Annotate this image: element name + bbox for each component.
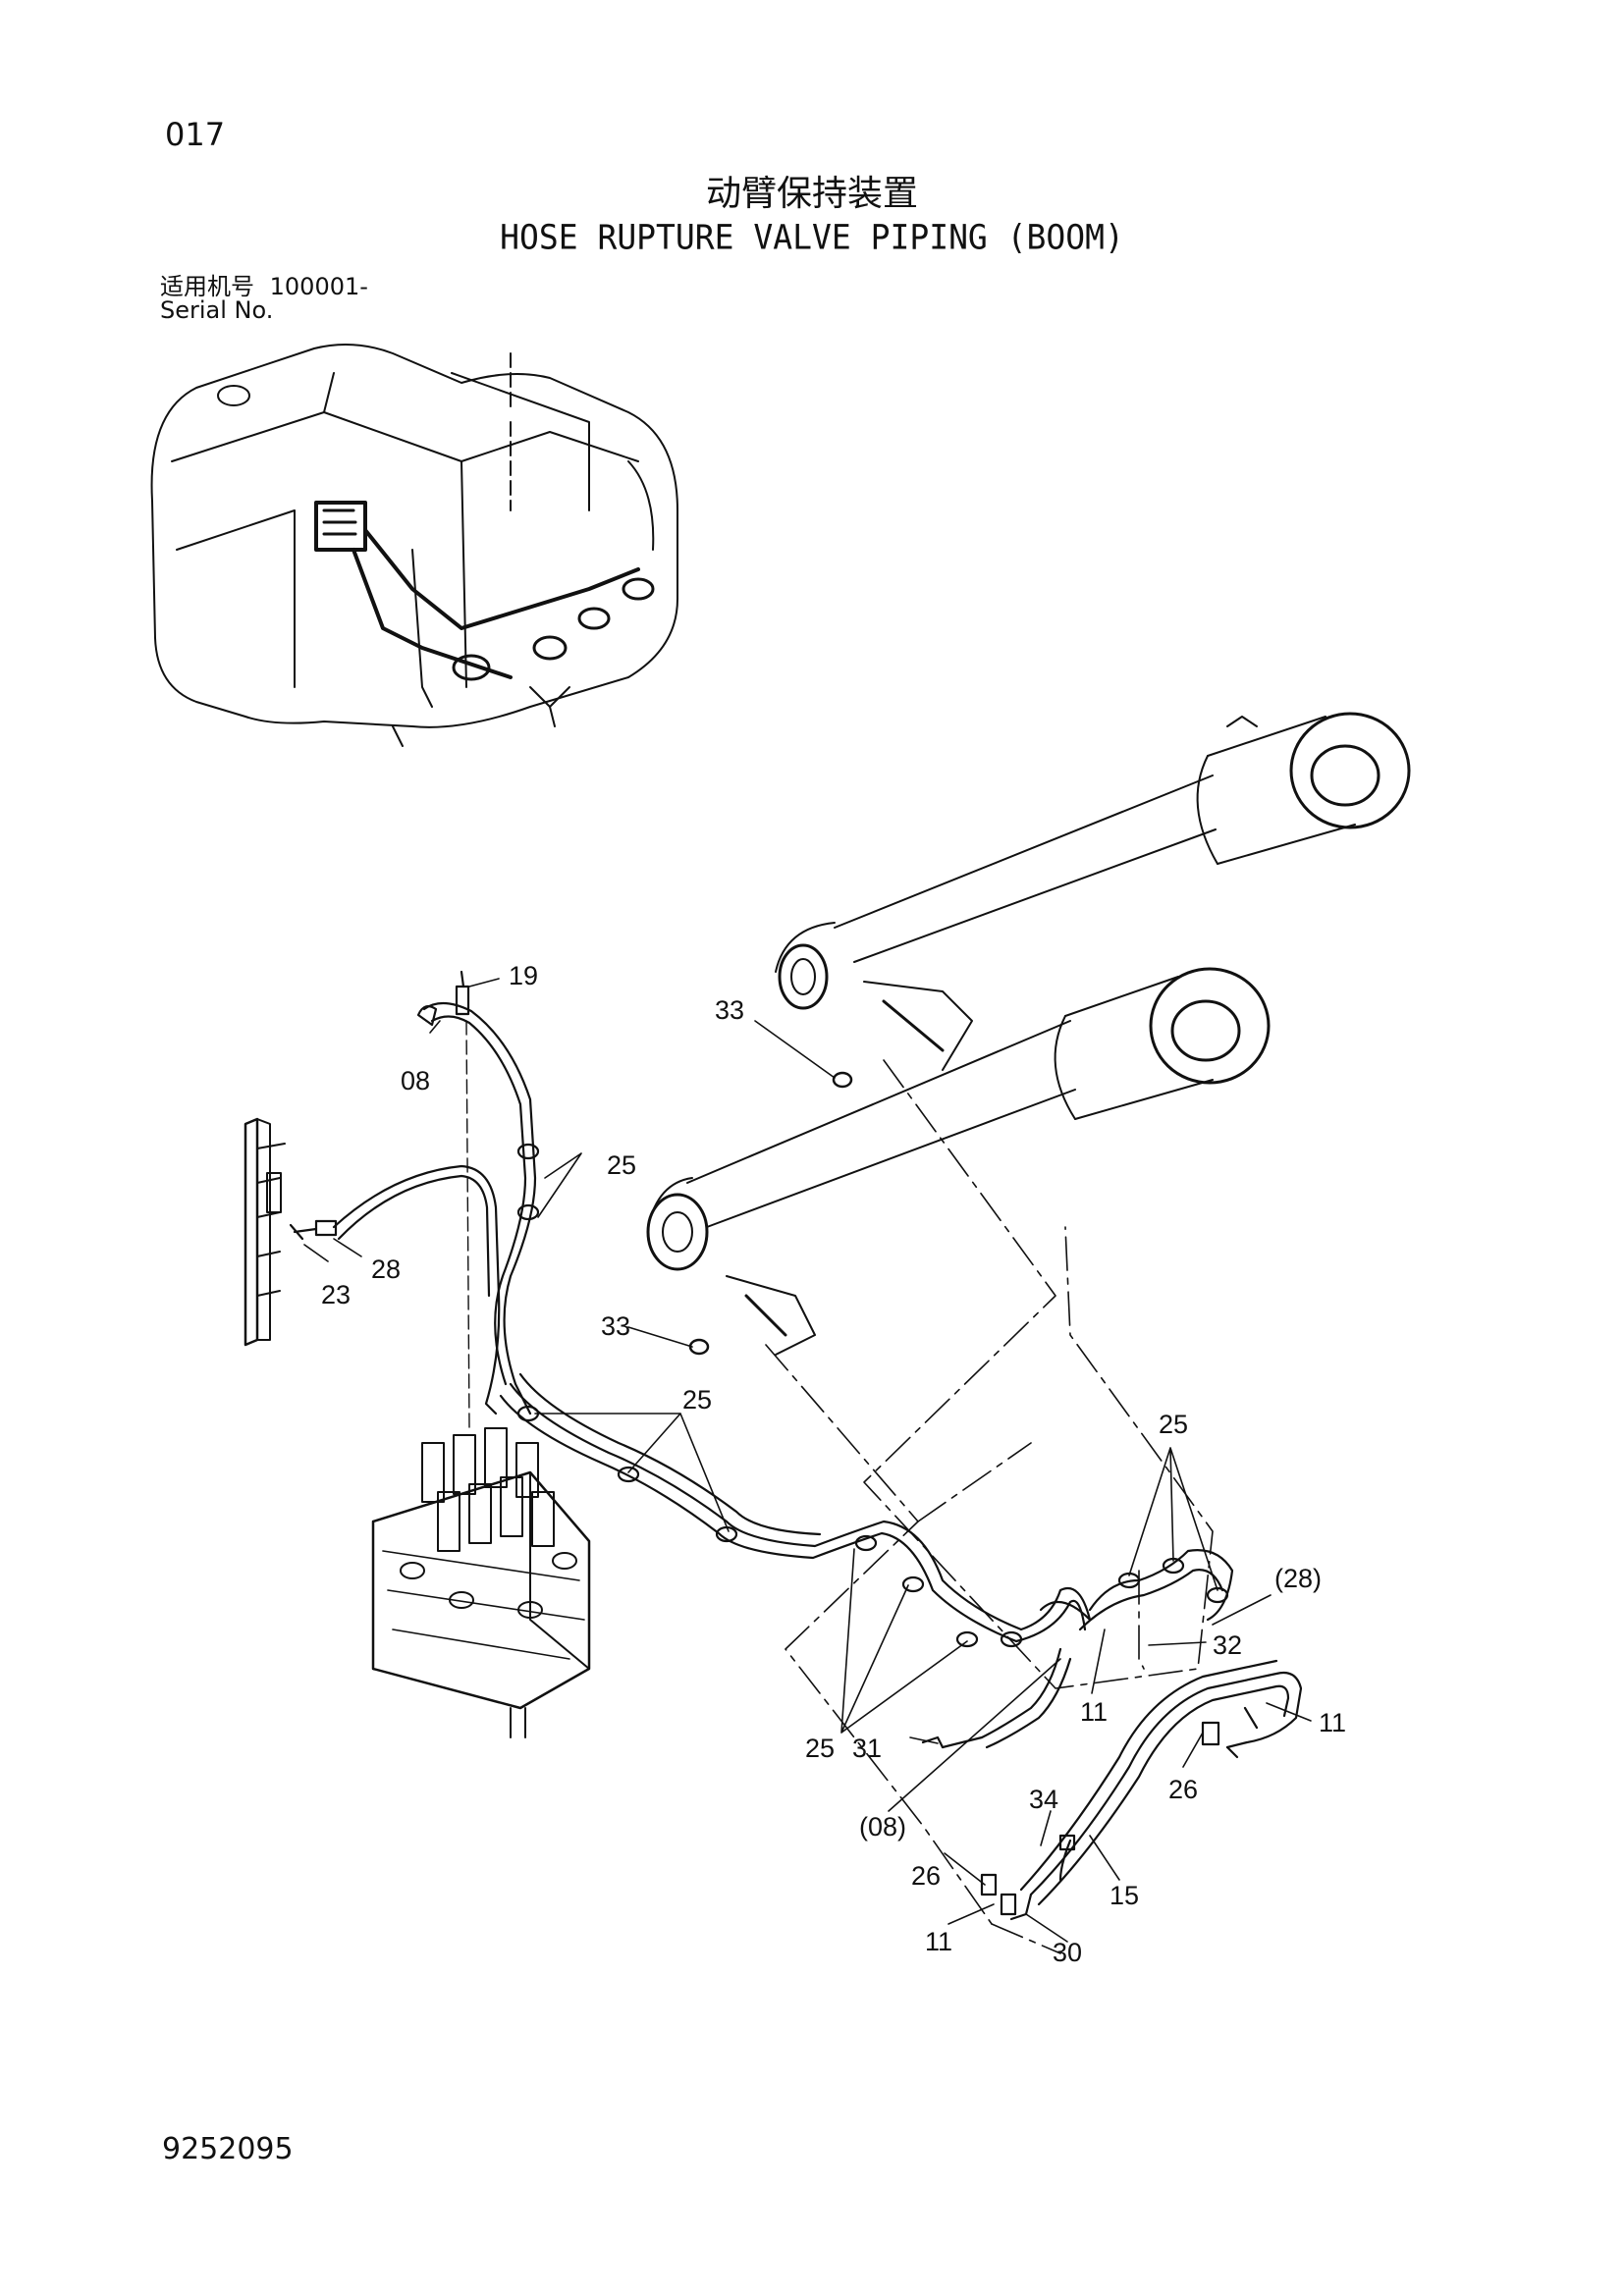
callout-31: 31	[852, 1734, 882, 1763]
callout-34: 34	[1029, 1785, 1058, 1814]
callout-25: 25	[607, 1150, 636, 1180]
callout-26-right: 26	[1168, 1775, 1198, 1804]
callout-25-lower: 25	[805, 1734, 835, 1763]
serial-number-row: 适用机号 100001-	[160, 267, 368, 301]
callout-30: 30	[1053, 1938, 1082, 1967]
callout-11-right: 11	[1319, 1708, 1346, 1737]
title-english: HOSE RUPTURE VALVE PIPING (BOOM)	[500, 217, 1124, 257]
bolt-33	[688, 1071, 853, 1356]
callout-33-lower: 33	[601, 1311, 630, 1341]
hose-bundle-main	[499, 1372, 1234, 1749]
callout-26-left: 26	[911, 1861, 941, 1891]
manifold-plate	[244, 1117, 286, 1347]
callout-15: 15	[1110, 1881, 1139, 1910]
hose-19-08	[416, 970, 540, 1429]
serial-label-english: Serial No.	[160, 296, 274, 324]
inset-upper-structure	[150, 344, 678, 747]
callout-28: 28	[371, 1255, 401, 1284]
callout-08-ref: (08)	[859, 1812, 906, 1842]
document-number: 9252095	[162, 2132, 294, 2166]
hose-28	[289, 1164, 501, 1415]
callout-23: 23	[321, 1280, 351, 1309]
serial-label-chinese: 适用机号	[160, 273, 254, 300]
control-valve	[371, 1427, 591, 1738]
title-chinese: 动臂保持装置	[705, 174, 918, 214]
callout-25-boom: 25	[1159, 1410, 1188, 1439]
callout-11-left: 11	[925, 1927, 952, 1956]
boom-cylinder-middle	[646, 967, 1271, 1356]
page-number: 017	[165, 116, 226, 153]
callout-25-hose: 25	[682, 1385, 712, 1415]
hose-15-30	[980, 1659, 1303, 1921]
boom-outline	[765, 1059, 1214, 1954]
callout-19: 19	[509, 961, 538, 990]
callout-33-upper: 33	[715, 995, 744, 1025]
serial-value: 100001-	[269, 273, 368, 300]
callout-11-center: 11	[1080, 1697, 1108, 1727]
leader-lines	[303, 978, 1312, 1943]
callout-labels: 19 08 25 23 28 33 33 25 25 (28) 32 11 11…	[321, 961, 1346, 1967]
callout-28-ref: (28)	[1274, 1564, 1322, 1593]
callout-08: 08	[401, 1066, 430, 1095]
boom-cylinder-upper	[775, 712, 1411, 1071]
callout-32: 32	[1213, 1630, 1242, 1660]
